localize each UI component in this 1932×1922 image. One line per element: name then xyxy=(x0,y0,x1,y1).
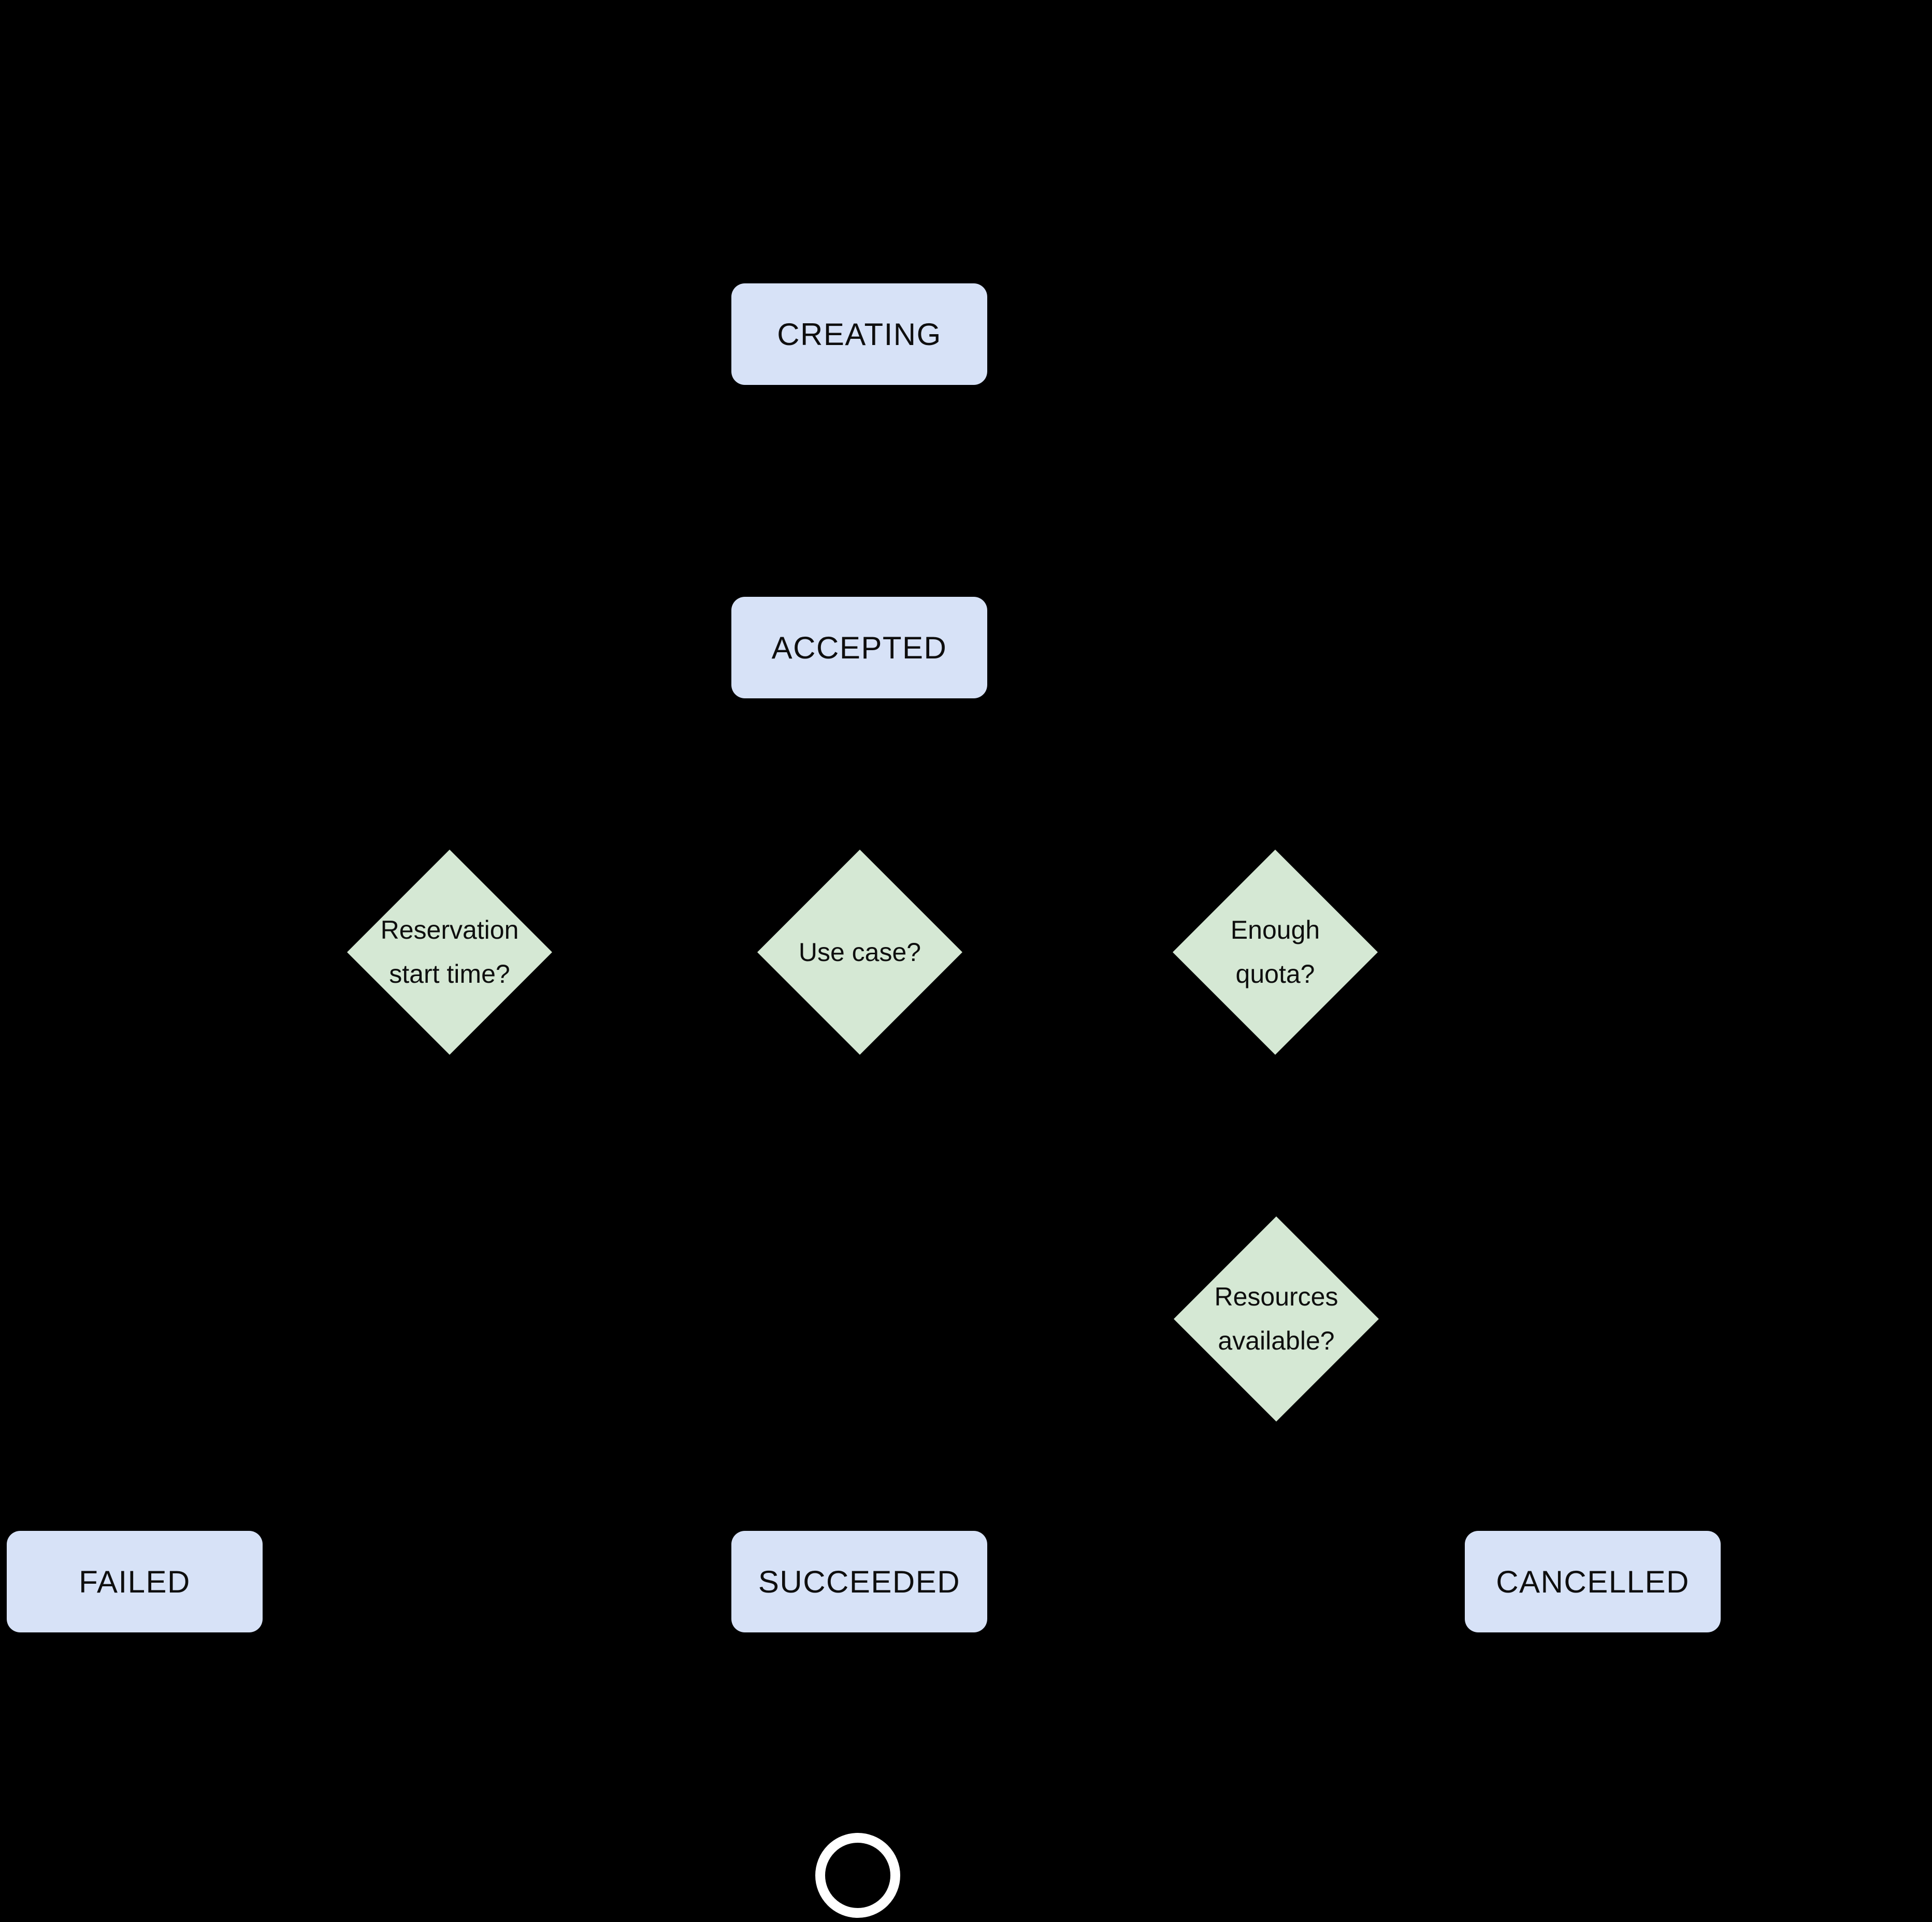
decision-label-reservation-start-time: Reservation start time? xyxy=(380,915,519,988)
state-label-failed: FAILED xyxy=(79,1564,191,1599)
state-label-accepted: ACCEPTED xyxy=(771,630,947,665)
decision-label-resources-available: Resources available? xyxy=(1214,1282,1338,1355)
decision-label-enough-quota: Enough quota? xyxy=(1230,915,1320,988)
state-label-cancelled: CANCELLED xyxy=(1496,1564,1690,1599)
state-label-succeeded: SUCCEEDED xyxy=(758,1564,961,1599)
decision-node-reservation-start-time: Reservation start time? xyxy=(347,850,552,1055)
end-state-circle xyxy=(815,1833,900,1918)
state-node-cancelled: CANCELLED xyxy=(1465,1531,1721,1632)
state-label-creating: CREATING xyxy=(777,317,942,352)
decision-node-enough-quota: Enough quota? xyxy=(1173,850,1378,1055)
state-node-creating: CREATING xyxy=(731,283,987,385)
state-node-succeeded: SUCCEEDED xyxy=(731,1531,987,1632)
decision-label-use-case: Use case? xyxy=(798,937,921,967)
decision-node-use-case: Use case? xyxy=(757,850,962,1055)
state-node-accepted: ACCEPTED xyxy=(731,597,987,698)
state-node-failed: FAILED xyxy=(7,1531,263,1632)
decision-node-resources-available: Resources available? xyxy=(1174,1216,1379,1422)
